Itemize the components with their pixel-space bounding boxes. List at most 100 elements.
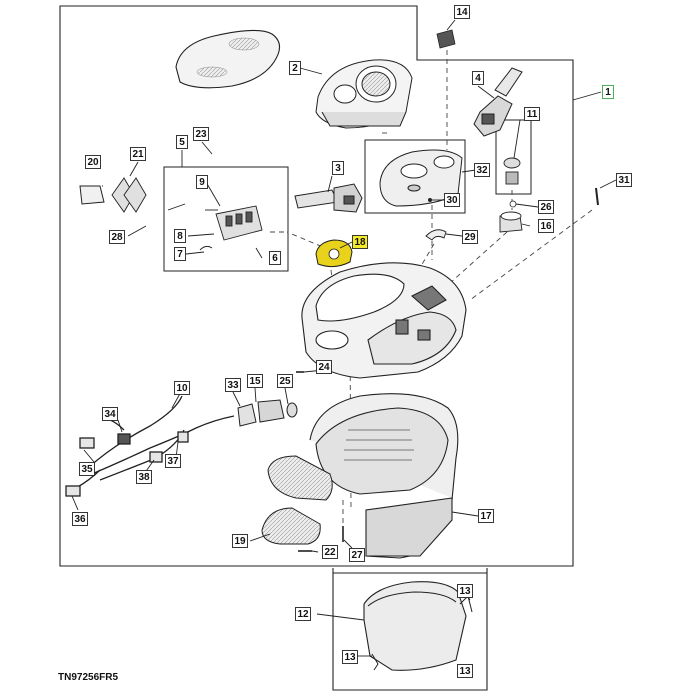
callout-label-6: 6 [272, 253, 278, 264]
multi-switch-part-3 [294, 183, 363, 213]
callout-label-27: 27 [351, 550, 363, 561]
callout-label-29: 29 [464, 232, 476, 243]
meter-lens-part [175, 29, 281, 89]
callout-label-15: 15 [249, 376, 261, 387]
callout-box-13 [457, 584, 473, 598]
callout-label-7: 7 [177, 249, 183, 260]
callout-label-10: 10 [176, 383, 188, 394]
callout-box-30 [444, 193, 460, 207]
callout-label-4: 4 [475, 73, 481, 84]
callout-label-21: 21 [132, 149, 144, 160]
wiring-harness-part-10 [65, 395, 235, 497]
callout-label-8: 8 [177, 231, 183, 242]
knob-part-11 [503, 157, 521, 185]
callout-box-24 [316, 360, 332, 374]
callout-box-23 [193, 127, 209, 141]
callout-labels: 1234567891011121313131415161718192021222… [72, 5, 632, 678]
washer-part-26 [509, 200, 517, 208]
callout-box-26 [538, 200, 554, 214]
callout-box-13 [342, 650, 358, 664]
callout-box-28 [109, 230, 125, 244]
callout-box-34 [102, 407, 118, 421]
callout-box-16 [538, 219, 554, 233]
key-switch-parts [237, 399, 298, 427]
callout-box-25 [277, 374, 293, 388]
callout-label-13: 13 [344, 652, 356, 663]
callout-box-9 [196, 175, 208, 189]
callout-box-37 [165, 454, 181, 468]
callout-box-36 [72, 512, 88, 526]
clip-part-13b [371, 653, 379, 671]
callout-box-15 [247, 374, 263, 388]
callout-box-21 [130, 147, 146, 161]
callout-box-1 [602, 85, 614, 99]
callout-box-20 [85, 155, 101, 169]
step-plate-part [267, 455, 333, 501]
lower-housing-part-17 [309, 393, 459, 559]
diamond-switches-part-21 [111, 177, 147, 213]
callout-box-7 [174, 247, 186, 261]
callout-box-3 [332, 161, 344, 175]
frame-group-box-11 [495, 119, 532, 195]
callout-box-19 [232, 534, 248, 548]
callout-box-33 [225, 378, 241, 392]
console-shroud [301, 262, 467, 379]
callout-box-38 [136, 470, 152, 484]
frame-group-box-32 [364, 139, 466, 214]
callout-box-14 [454, 5, 470, 19]
callout-label-9: 9 [199, 177, 205, 188]
callout-label-16: 16 [540, 221, 552, 232]
callout-box-10 [174, 381, 190, 395]
bracket-part-29 [425, 229, 447, 241]
callout-label-23: 23 [195, 129, 207, 140]
upper-cover-part-32 [379, 149, 463, 207]
callout-box-32 [474, 163, 490, 177]
pin-part-30 [428, 198, 432, 202]
callout-label-2: 2 [292, 63, 298, 74]
callout-label-13: 13 [459, 666, 471, 677]
callout-box-22 [322, 545, 338, 559]
callout-box-5 [176, 135, 188, 149]
callout-label-31: 31 [618, 175, 630, 186]
callout-box-11 [524, 107, 540, 121]
clip-part-14 [436, 29, 456, 49]
callout-box-17 [478, 509, 494, 523]
callout-label-11: 11 [527, 109, 538, 120]
callout-box-12 [295, 607, 311, 621]
callout-label-24: 24 [318, 362, 330, 373]
callout-label-35: 35 [81, 464, 93, 475]
callout-box-8 [174, 229, 186, 243]
callout-label-12: 12 [297, 609, 309, 620]
screw-part-31 [595, 187, 599, 206]
callout-box-29 [462, 230, 478, 244]
callout-label-33: 33 [227, 380, 239, 391]
highlighted-part-18 [315, 239, 353, 268]
callout-box-18 [352, 235, 368, 249]
knob-part-20 [79, 185, 105, 205]
callout-label-3: 3 [335, 163, 341, 174]
callout-label-37: 37 [167, 456, 179, 467]
callout-label-38: 38 [138, 472, 150, 483]
tray-part-12 [363, 581, 467, 671]
lever-switch-part [473, 67, 523, 137]
callout-label-19: 19 [234, 536, 246, 547]
frame-group-box-5 [163, 166, 289, 272]
callout-label-32: 32 [476, 165, 488, 176]
callout-label-28: 28 [111, 232, 123, 243]
callout-box-31 [616, 173, 632, 187]
callout-box-27 [349, 548, 365, 562]
callout-label-13: 13 [459, 586, 471, 597]
callout-box-2 [289, 61, 301, 75]
switch-part-16 [499, 211, 523, 233]
figure-id: TN97256FR5 [58, 672, 119, 683]
callout-label-14: 14 [456, 7, 468, 18]
switch-assembly-part-5 [167, 203, 263, 251]
callout-box-13 [457, 664, 473, 678]
callout-label-20: 20 [87, 157, 99, 168]
callout-label-22: 22 [324, 547, 336, 558]
callout-box-4 [472, 71, 484, 85]
callout-label-25: 25 [279, 376, 291, 387]
callout-label-26: 26 [540, 202, 552, 213]
assembly-frame [59, 5, 574, 691]
